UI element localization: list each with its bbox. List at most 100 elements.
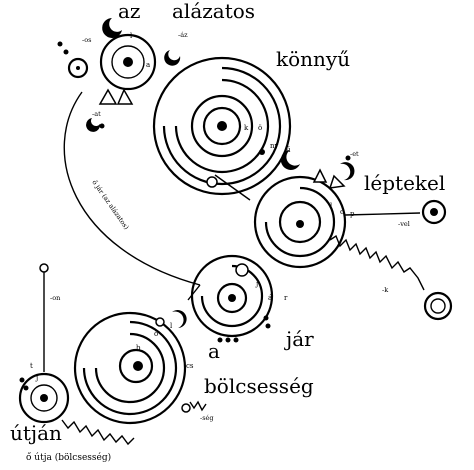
triangle-icon <box>312 168 328 183</box>
letter-cs: cs <box>186 362 194 370</box>
bottom-path-label: ő útja (bölcsesség) <box>26 452 111 463</box>
crescent-icon <box>164 50 181 66</box>
glyph-jar: j á r <box>190 254 288 338</box>
dot-icon <box>99 123 105 129</box>
bolcsesseg-spiral-2 <box>94 332 166 404</box>
letter-c: c <box>340 208 344 216</box>
dot-icon <box>233 337 239 343</box>
jar-center-dot <box>228 294 236 302</box>
word-az: az <box>118 0 140 23</box>
triangle-icon <box>116 88 134 105</box>
word-utjan: útján <box>10 421 62 445</box>
letter-r: r <box>284 294 288 302</box>
dot-icon <box>63 49 69 55</box>
jar-inner-ring <box>216 282 248 314</box>
jar-outer-ring <box>190 254 274 338</box>
dot-icon <box>19 377 25 383</box>
crescent-icon <box>340 162 355 181</box>
dot-icon <box>259 149 265 155</box>
leptekel-spiral <box>264 186 336 258</box>
ring-icon <box>155 317 165 327</box>
word-jar: jár <box>284 327 314 351</box>
ring-icon <box>235 263 249 277</box>
letter-l: l <box>330 202 333 210</box>
bolcsesseg-outer-ring <box>73 311 187 425</box>
vel-ring <box>421 199 447 225</box>
suffix-os: -os <box>82 36 91 44</box>
konnyu-ring-3 <box>190 94 254 158</box>
triangle-icon <box>328 174 346 189</box>
az-inner-ring <box>111 45 145 79</box>
dot-icon <box>23 385 29 391</box>
utjan-center-dot <box>40 394 48 402</box>
suffix-vel: -vel <box>398 220 410 228</box>
glyph-az: a l <box>67 32 157 105</box>
dot-icon <box>345 155 351 161</box>
az-center-dot <box>123 57 133 67</box>
glyph-utjan: t j <box>18 263 70 424</box>
letter-k: k <box>244 124 249 132</box>
jar-spiral <box>200 264 264 328</box>
k-ring <box>423 291 453 321</box>
letter-o: ö <box>154 330 158 338</box>
utjan-inner-ring <box>30 384 58 412</box>
leptekel-center-dot <box>296 220 304 228</box>
letter-b: b <box>136 344 141 352</box>
letter-j: j <box>255 280 258 288</box>
word-leptekel: léptekel <box>364 171 445 195</box>
dot-icon <box>217 337 223 343</box>
letter-l: l <box>170 322 173 330</box>
konnyu-spiral-2 <box>174 78 270 174</box>
letter-ny: ny <box>270 142 279 150</box>
dot-icon <box>225 337 231 343</box>
konnyu-spiral-1 <box>162 66 282 186</box>
konnyu-ring-4 <box>202 106 242 146</box>
ring-icon <box>181 403 191 413</box>
crescent-icon <box>172 310 187 328</box>
glyph-leptekel: l c p <box>253 168 355 269</box>
bolcsesseg-spiral-1 <box>82 320 178 416</box>
letter-p: p <box>350 210 355 218</box>
suffix-az: -áz <box>178 31 188 39</box>
letter-a: á <box>268 294 272 302</box>
letter-o: ö <box>258 124 262 132</box>
link-vel <box>344 212 421 216</box>
k-inner-ring <box>430 298 446 314</box>
dot-icon <box>265 323 271 329</box>
zigzag-k <box>329 234 425 291</box>
glyph-konnyu: k ö ny ű <box>152 56 292 196</box>
letter-t: t <box>30 362 33 370</box>
word-alazatos: alázatos <box>172 0 255 23</box>
ring-icon <box>206 176 218 188</box>
zigzag-seg <box>189 400 207 412</box>
arc-connector <box>63 91 201 286</box>
suffix-et: -et <box>350 150 359 158</box>
crescent-icon <box>102 18 122 38</box>
word-bolcsesseg: bölcsesség <box>204 374 314 398</box>
word-a: a <box>208 339 220 363</box>
crescent-icon <box>280 150 300 170</box>
bolcsesseg-center-dot <box>133 361 143 371</box>
zigzag-bottom <box>61 419 135 446</box>
suffix-at: -at <box>92 110 101 118</box>
vel-center-dot <box>430 208 438 216</box>
bolcsesseg-inner-ring <box>118 348 154 384</box>
konnyu-center-dot <box>217 121 227 131</box>
letter-l: l <box>130 32 133 40</box>
suffix-on: -on <box>50 294 60 302</box>
konnyu-outer-ring <box>152 56 292 196</box>
link-jar <box>187 284 201 301</box>
letter-a: a <box>146 61 150 69</box>
letter-j: j <box>35 374 38 382</box>
utjan-outer-ring <box>18 372 70 424</box>
az-outer-ring <box>99 33 157 91</box>
triangle-icon <box>98 88 118 105</box>
dot-icon <box>263 315 269 321</box>
arc-connector-label: ő jár (az alázatos) <box>90 178 131 231</box>
leptekel-inner-ring <box>278 200 322 244</box>
dot-icon <box>76 66 80 70</box>
ring-icon <box>67 57 89 79</box>
suffix-seg: -ség <box>200 414 214 422</box>
